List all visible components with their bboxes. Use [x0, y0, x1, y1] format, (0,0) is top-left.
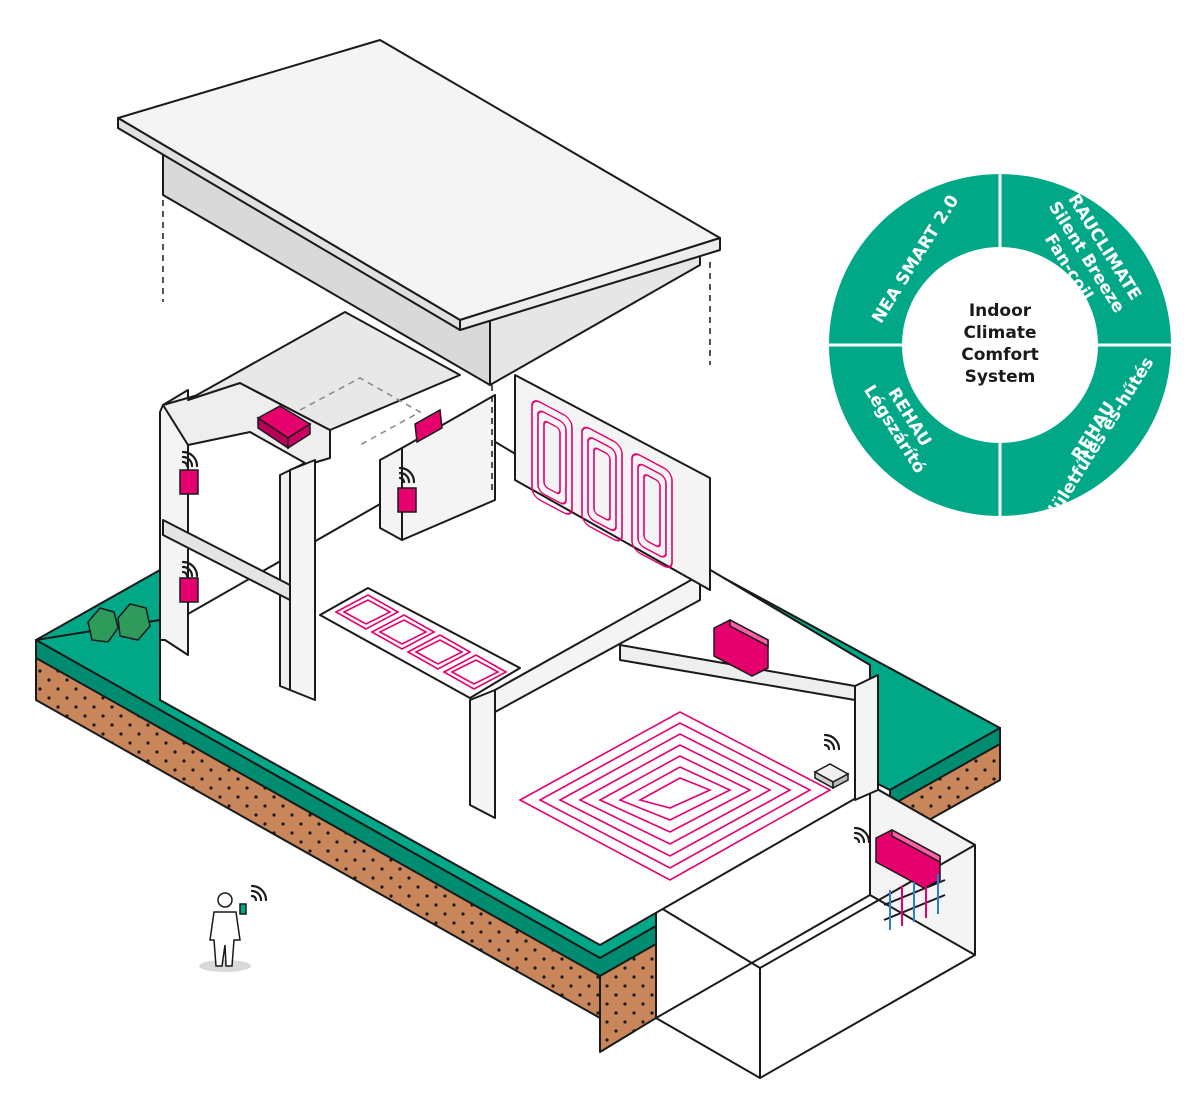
wifi-icon	[181, 450, 871, 902]
ring-center-line-4: System	[965, 367, 1036, 387]
fan-coil-icon	[713, 618, 769, 677]
floor-heating	[518, 711, 832, 881]
dehumidifier-icon	[256, 405, 312, 450]
ring-center-line-3: Comfort	[961, 345, 1038, 365]
smartphone-icon	[239, 903, 247, 915]
system-ring: Indoor Climate Comfort System NEA SMART …	[827, 172, 1173, 537]
person-with-smartphone	[199, 892, 251, 972]
ceiling-heating	[334, 594, 508, 690]
roof	[117, 39, 721, 386]
router-icon	[813, 763, 850, 790]
ring-center-line-2: Climate	[964, 323, 1037, 343]
ring-center-line-1: Indoor	[969, 301, 1032, 321]
manifold-icon	[883, 874, 946, 930]
thermostat-icon	[179, 469, 417, 603]
fan-coil-icon	[875, 828, 941, 889]
wall-unit	[414, 408, 443, 444]
wall-heating	[531, 400, 673, 569]
roof-guides	[162, 200, 711, 495]
